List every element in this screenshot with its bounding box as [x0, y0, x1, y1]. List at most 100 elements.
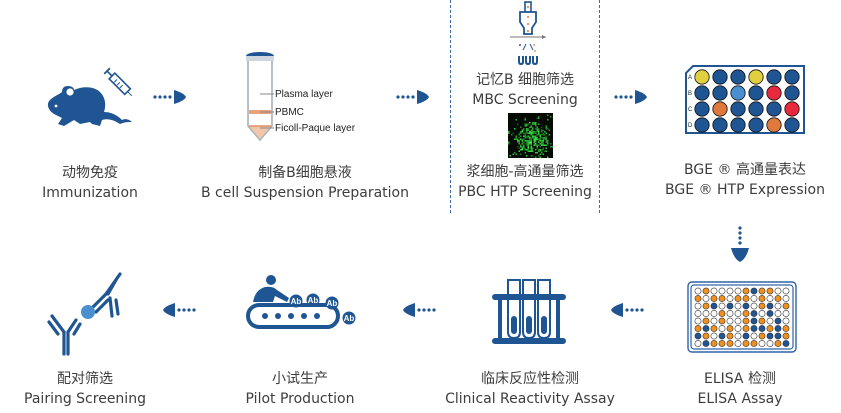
plate-well: [694, 117, 710, 133]
elisa-well: [758, 340, 766, 347]
elisa-well: [782, 295, 790, 302]
antibody-badge: Ab: [306, 293, 320, 307]
plate-well: [730, 117, 746, 133]
elisa-well: [766, 325, 774, 332]
plate-well: [766, 69, 782, 85]
elisa-well: [710, 340, 718, 347]
elisa-well: [718, 340, 726, 347]
elisa-well: [758, 287, 766, 295]
plate-well: [784, 101, 800, 117]
plate-well: [784, 117, 800, 133]
svg-text:Ab: Ab: [291, 297, 302, 306]
step-en: Pairing Screening: [24, 391, 146, 407]
elisa-well: [694, 340, 702, 347]
step-en: Clinical Reactivity Assay: [445, 391, 615, 407]
elisa-well: [782, 325, 790, 332]
plate-well: [730, 101, 746, 117]
elisa-well: [774, 295, 782, 302]
elisa-well: [718, 332, 726, 340]
plate-well: [748, 117, 764, 133]
plate-well: [766, 117, 782, 133]
arrow-right-icon: [614, 89, 650, 105]
elisa-well: [734, 317, 742, 325]
elisa-well: [766, 317, 774, 325]
plate-well: [694, 69, 710, 85]
arrow-down-icon: [728, 226, 752, 264]
step-label-b-cell-suspension: 制备B细胞悬液 B cell Suspension Preparation: [190, 163, 420, 203]
plate-well: [712, 85, 728, 101]
elisa-well: [726, 317, 734, 325]
elisa-well: [774, 287, 782, 295]
plate-well: [748, 101, 764, 117]
arrow-right-icon: [396, 89, 432, 105]
svg-text:Ab: Ab: [327, 299, 338, 308]
step-label-pilot-production: 小试生产 Pilot Production: [230, 369, 370, 409]
elisa-well: [694, 295, 702, 302]
plate-row-label: C: [688, 107, 693, 113]
step-label-elisa: ELISA 检测 ELISA Assay: [680, 369, 800, 409]
elisa-well: [766, 302, 774, 310]
elisa-well: [758, 325, 766, 332]
step-label-clinical-reactivity: 临床反应性检测 Clinical Reactivity Assay: [440, 369, 620, 409]
step-label-mbc-screening: 记忆B 细胞筛选 MBC Screening: [452, 70, 598, 110]
elisa-well: [694, 302, 702, 310]
elisa-well: [734, 287, 742, 295]
elisa-well: [710, 332, 718, 340]
elisa-well: [718, 310, 726, 317]
arrow-left-icon: [160, 302, 196, 318]
tube-label-pbmc: PBMC: [275, 107, 304, 118]
elisa-well: [734, 332, 742, 340]
elisa-well: [758, 317, 766, 325]
elisa-well: [742, 310, 750, 317]
elisa-well: [750, 310, 758, 317]
step-zh: 小试生产: [272, 371, 328, 387]
well-plate-96-icon: [687, 281, 797, 353]
elisa-well: [734, 340, 742, 347]
plate-well: [784, 85, 800, 101]
elisa-well: [702, 287, 710, 295]
elisa-well: [718, 317, 726, 325]
plate-row-label: D: [688, 123, 693, 129]
elisa-well: [734, 325, 742, 332]
step-en: Immunization: [42, 185, 138, 201]
elisa-well: [734, 310, 742, 317]
arrow-left-icon: [400, 302, 436, 318]
step-zh: 临床反应性检测: [481, 371, 579, 387]
elisa-well: [702, 317, 710, 325]
plate-well: [712, 117, 728, 133]
step-label-immunization: 动物免疫 Immunization: [30, 163, 150, 203]
elisa-well: [758, 310, 766, 317]
arrow-left-icon: [608, 302, 644, 318]
step-label-pairing-screening: 配对筛选 Pairing Screening: [20, 369, 150, 409]
elisa-well: [742, 332, 750, 340]
elisa-well: [766, 287, 774, 295]
step-zh: ELISA 检测: [704, 371, 776, 387]
elisa-well: [694, 287, 702, 295]
elisa-well: [758, 332, 766, 340]
elisa-well: [766, 340, 774, 347]
conveyor-antibody-icon: Ab Ab Ab Ab: [245, 275, 360, 336]
elisa-well: [734, 295, 742, 302]
elisa-well: [702, 295, 710, 302]
elisa-well: [726, 287, 734, 295]
elisa-well: [774, 325, 782, 332]
elisa-well: [742, 295, 750, 302]
elisa-well: [694, 317, 702, 325]
elisa-well: [750, 287, 758, 295]
plate-well: [730, 69, 746, 85]
antibody-badge: Ab: [342, 311, 356, 325]
step-zh: BGE ® 高通量表达: [684, 162, 806, 178]
elisa-well: [750, 302, 758, 310]
step-zh: 浆细胞-高通量筛选: [466, 164, 584, 180]
plate-well: [730, 85, 746, 101]
elisa-well: [782, 317, 790, 325]
step-en: PBC HTP Screening: [458, 184, 592, 200]
step-en: ELISA Assay: [697, 391, 783, 407]
tube-label-ficoll: Ficoll-Paque layer: [275, 123, 356, 134]
elisa-well: [726, 325, 734, 332]
step-en: MBC Screening: [472, 92, 578, 108]
elisa-well: [726, 295, 734, 302]
elisa-well: [710, 317, 718, 325]
plate-well: [712, 69, 728, 85]
step-label-bge-expression: BGE ® 高通量表达 BGE ® HTP Expression: [660, 160, 830, 200]
